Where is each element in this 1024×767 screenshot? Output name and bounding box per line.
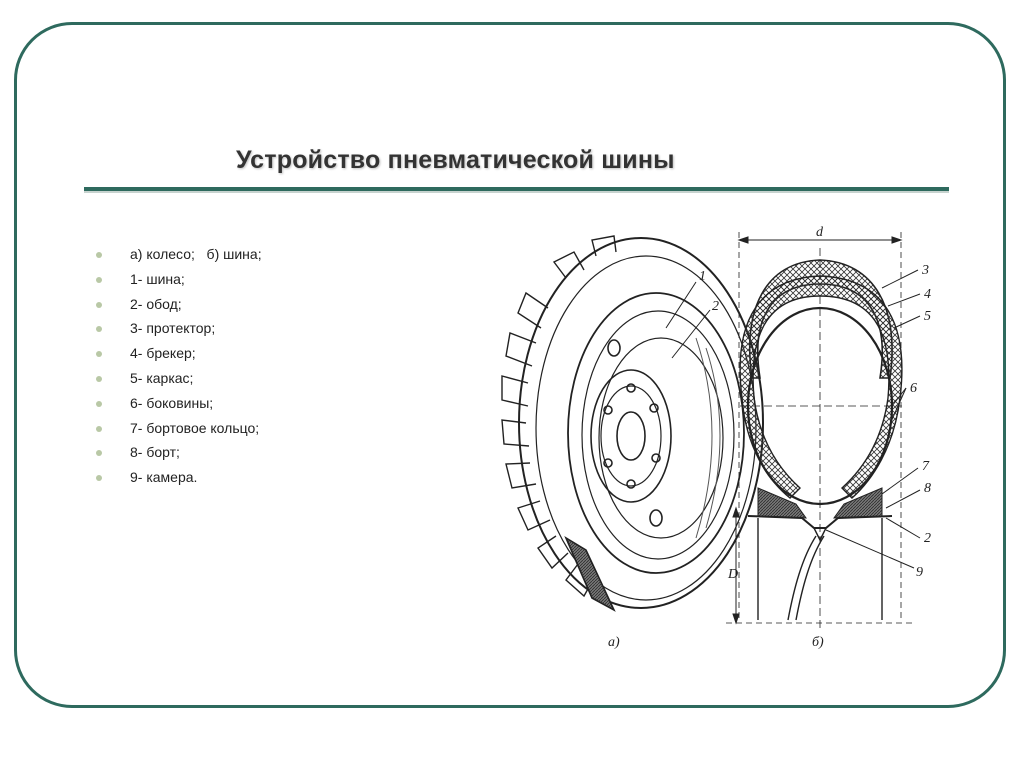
page-title: Устройство пневматической шины	[236, 146, 675, 174]
list-item-text: 8- борт;	[130, 444, 180, 461]
list-item-text: 5- каркас;	[130, 369, 194, 386]
list-item: 2- обод;	[96, 292, 262, 317]
bullet-icon	[96, 425, 102, 432]
list-item: 8- борт;	[96, 440, 262, 465]
caption-tire: б)	[812, 635, 824, 650]
bullet-icon	[96, 400, 102, 407]
list-item-text: 4- брекер;	[130, 345, 196, 362]
caption-wheel: а)	[608, 635, 620, 650]
list-item-text: а) колесо; б) шина;	[130, 246, 262, 262]
label-wheel-1: 1	[699, 269, 706, 284]
label-tire-8: 8	[924, 481, 931, 496]
title-underline	[84, 187, 949, 191]
list-item: 3- протектор;	[96, 316, 262, 341]
bullet-icon	[96, 252, 102, 258]
label-dim-D: D	[727, 567, 738, 582]
list-item: 9- камера.	[96, 465, 262, 490]
list-item: а) колесо; б) шина;	[96, 242, 262, 267]
bullet-icon	[96, 375, 102, 382]
label-dim-d: d	[816, 225, 824, 240]
list-item-text: 1- шина;	[130, 270, 185, 287]
list-item-text: 6- боковины;	[130, 394, 214, 411]
list-item-text: 2- обод;	[130, 295, 182, 312]
label-tire-5: 5	[924, 309, 931, 324]
label-tire-2: 2	[924, 531, 931, 546]
bullet-icon	[96, 475, 102, 482]
bullet-icon	[96, 301, 102, 308]
list-item: 4- брекер;	[96, 341, 262, 366]
list-item: 1- шина;	[96, 267, 262, 292]
tire-diagram: 1 2 а)	[496, 218, 956, 658]
label-tire-4: 4	[924, 287, 931, 302]
list-item-text: 3- протектор;	[130, 320, 216, 337]
legend-list: а) колесо; б) шина; 1- шина; 2- обод; 3-…	[96, 242, 262, 490]
slide-frame	[14, 22, 1006, 708]
bullet-icon	[96, 276, 102, 283]
bullet-icon	[96, 450, 102, 457]
list-item: 7- бортовое кольцо;	[96, 416, 262, 441]
title-underline-shadow	[84, 191, 949, 193]
bullet-icon	[96, 351, 102, 358]
list-item-text: 9- камера.	[130, 469, 198, 486]
label-tire-3: 3	[921, 263, 929, 278]
label-tire-6: 6	[910, 381, 917, 396]
list-item: 5- каркас;	[96, 366, 262, 391]
list-item-text: 7- бортовое кольцо;	[130, 419, 260, 436]
bullet-icon	[96, 326, 102, 333]
label-tire-9: 9	[916, 565, 923, 580]
wheel-drawing	[501, 235, 764, 612]
tire-drawing: 1 2 а)	[501, 225, 931, 650]
tire-section-drawing	[726, 232, 921, 628]
label-wheel-2: 2	[712, 299, 719, 314]
label-tire-7: 7	[922, 459, 930, 474]
list-item: 6- боковины;	[96, 391, 262, 416]
